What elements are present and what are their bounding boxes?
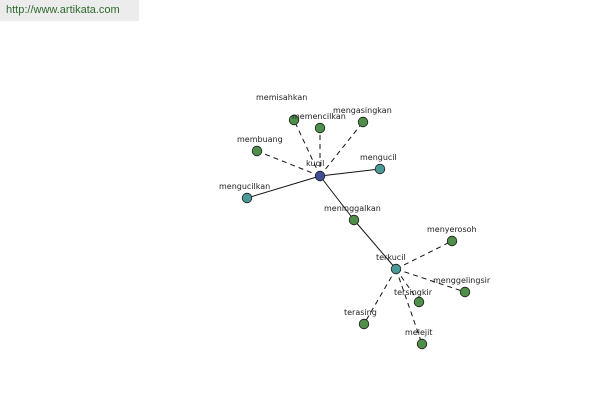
edge-kucil-membuang	[256, 150, 321, 177]
node-tersingkir[interactable]	[413, 296, 425, 308]
node-label-tersingkir: tersingkir	[394, 288, 433, 297]
source-url: http://www.artikata.com	[0, 0, 139, 21]
edge-terkucil-tersingkir	[395, 268, 420, 303]
edge-terkucil-menggelingsir	[395, 268, 466, 293]
node-label-mengucil: mengucil	[360, 153, 397, 162]
node-label-membuang: membuang	[237, 135, 283, 144]
node-menggelingsir[interactable]	[459, 286, 471, 298]
node-memisahkan[interactable]	[288, 114, 300, 126]
edge-meninggalkan-terkucil	[353, 219, 397, 270]
edge-kucil-memisahkan	[293, 119, 321, 177]
node-membuang[interactable]	[251, 145, 263, 157]
edge-kucil-mengucilkan	[246, 175, 321, 199]
edge-terkucil-melejit	[395, 268, 423, 345]
node-mengucilkan[interactable]	[241, 192, 253, 204]
edge-kucil-meninggalkan	[319, 175, 355, 221]
node-meninggalkan[interactable]	[348, 214, 360, 226]
node-label-kucil: kucil	[306, 159, 324, 168]
node-label-terasing: terasing	[344, 308, 377, 317]
node-label-mengasingkan: mengasingkan	[333, 106, 392, 115]
edge-kucil-mengasingkan	[319, 121, 364, 177]
node-mengucil[interactable]	[374, 163, 386, 175]
node-label-melejit: melejit	[405, 328, 432, 337]
nodes-layer	[241, 114, 471, 350]
node-label-menggelingsir: menggelingsir	[433, 276, 491, 285]
node-label-meninggalkan: meninggalkan	[324, 204, 381, 213]
node-melejit[interactable]	[416, 338, 428, 350]
node-label-memencilkan: memencilkan	[292, 112, 346, 121]
node-kucil[interactable]	[314, 170, 326, 182]
node-terasing[interactable]	[358, 318, 370, 330]
node-menyerosoh[interactable]	[446, 235, 458, 247]
node-label-terkucil: terkucil	[376, 253, 406, 262]
edge-kucil-mengucil	[319, 168, 381, 177]
node-terkucil[interactable]	[390, 263, 402, 275]
edge-terkucil-terasing	[363, 268, 397, 325]
edges-layer	[246, 119, 466, 345]
node-label-mengucilkan: mengucilkan	[219, 182, 270, 191]
node-mengasingkan[interactable]	[357, 116, 369, 128]
edge-terkucil-menyerosoh	[395, 240, 453, 270]
node-label-memisahkan: memisahkan	[256, 93, 307, 102]
node-memencilkan[interactable]	[314, 122, 326, 134]
node-label-menyerosoh: menyerosoh	[427, 225, 477, 234]
